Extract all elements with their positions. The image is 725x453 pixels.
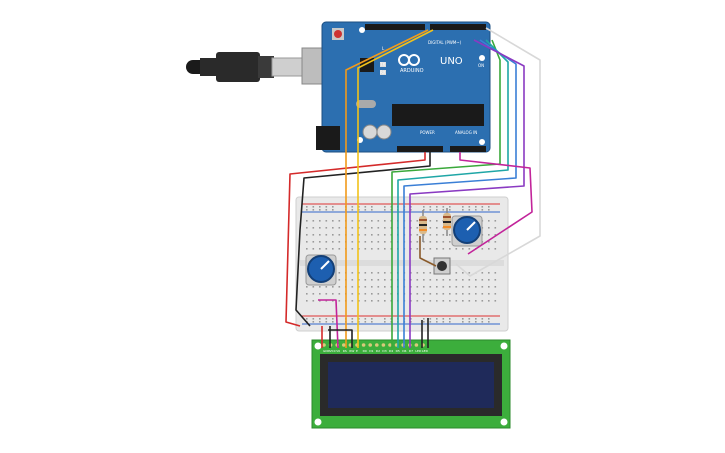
lcd-pin [342, 343, 346, 347]
wire-brown-btn [419, 236, 437, 267]
lcd-pin-label: D2 [376, 349, 380, 353]
digital-header-right [430, 24, 486, 30]
push-button [433, 257, 451, 275]
lcd-pin [381, 343, 386, 347]
wire-black-rw [328, 329, 353, 348]
lcd-pin-label: V0 [336, 349, 340, 353]
lcd-pin-label: D1 [369, 349, 373, 353]
tx-label: TX [379, 62, 385, 67]
wire-red-5v [285, 152, 426, 327]
resistor-1 [419, 210, 427, 242]
lcd-pin-label: LED [415, 349, 422, 353]
analog-header [450, 146, 486, 152]
on-label: ON [478, 63, 484, 68]
digital-label: DIGITAL (PWM~) [428, 40, 462, 45]
lcd-pin-label: D5 [396, 349, 400, 353]
lcd-pin [368, 343, 373, 347]
board-brand-label: ARDUINO [400, 68, 424, 74]
arduino-board: UNO ARDUINO DIGITAL (PWM~) POWER ANALOG … [316, 21, 491, 153]
microcontroller-chip [392, 104, 484, 126]
lcd-pin-label: LED [422, 349, 429, 353]
lcd-pin-label: RW [349, 349, 354, 353]
resistor-2 [443, 208, 451, 236]
power-label: POWER [420, 130, 435, 135]
lcd-pin-label: D3 [382, 349, 386, 353]
lcd-pin [388, 343, 392, 347]
lcd-pin-label: E [356, 349, 358, 353]
power-header [397, 146, 443, 152]
lcd-pin-label: D6 [402, 349, 406, 353]
wire-yellow-e [357, 29, 434, 348]
digital-header-left [365, 24, 425, 30]
rx-label: RX [380, 70, 386, 75]
wire-magenta-a0 [459, 152, 533, 255]
wires [285, 27, 541, 349]
wire-green-d4 [391, 39, 501, 348]
lcd-pin-label: D4 [389, 349, 393, 353]
potentiometer-left [305, 254, 337, 286]
lcd-pin [322, 343, 326, 347]
lcd-pin [361, 343, 366, 347]
lcd-pin-label: RS [343, 349, 347, 353]
lcd-pin [414, 343, 419, 347]
wire-white [455, 27, 541, 277]
wire-purple-d7 [409, 39, 525, 348]
wire-orange-rs [345, 29, 429, 348]
lcd-screen [328, 362, 494, 408]
lcd-pin-label: D7 [409, 349, 413, 353]
analog-label: ANALOG IN [455, 130, 477, 135]
potentiometer-right [451, 215, 483, 247]
arduino-logo-icon [398, 54, 420, 66]
l-label: L [382, 46, 385, 51]
wire-magenta-v0 [318, 299, 339, 349]
lcd-pin [375, 343, 379, 347]
lcd-pin-label: GND [323, 349, 331, 353]
lcd-pin-label: VCC [330, 349, 336, 353]
board-model-label: UNO [440, 56, 463, 67]
lcd-pin-label: D0 [363, 349, 367, 353]
wire-black-gnd [295, 152, 431, 327]
